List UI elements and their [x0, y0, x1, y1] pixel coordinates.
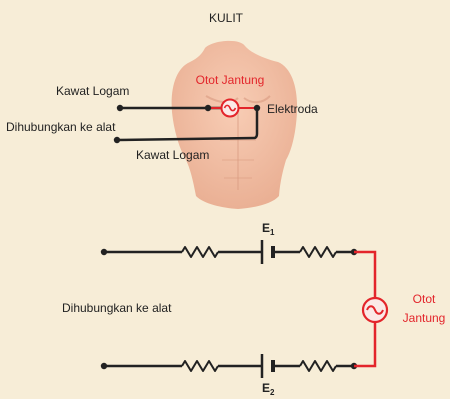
torso-body [171, 40, 298, 210]
wire-label-bottom: Kawat Logam [136, 148, 209, 162]
resistor-icon [181, 246, 219, 258]
heart-label-bottom-1: Otot [413, 292, 436, 306]
e2-main: E [262, 381, 270, 395]
torso-illustration [171, 40, 298, 210]
node-dot [100, 248, 108, 256]
wire-bottom-loop [116, 108, 259, 142]
resistor-icon [299, 246, 337, 258]
ac-source-icon [220, 98, 240, 118]
heart-label-top: Otot Jantung [196, 73, 265, 87]
electrode-dot-right [253, 104, 261, 112]
battery-icon [260, 240, 275, 264]
device-label-bottom: Dihubungkan ke alat [62, 301, 172, 315]
ac-source-icon [361, 296, 389, 324]
wire-end-dot-top [116, 104, 124, 112]
resistor-icon [299, 360, 337, 372]
electrode-label: Elektroda [267, 102, 318, 116]
battery-icon [260, 354, 275, 378]
e1-main: E [262, 221, 270, 235]
heart-label-bottom-2: Jantung [403, 311, 446, 325]
e2-label: E2 [262, 381, 275, 397]
skin-title: KULIT [209, 11, 244, 25]
wire-label-top: Kawat Logam [56, 84, 129, 98]
resistor-icon [181, 360, 219, 372]
circuit-schematic [100, 240, 389, 378]
wire-end-dot-bottom [113, 136, 121, 144]
e1-sub: 1 [270, 228, 275, 237]
abs-lines [220, 139, 256, 179]
heart-loop [354, 250, 377, 368]
node-dot [100, 362, 108, 370]
electrode-dot-left [204, 104, 212, 112]
top-wiring [113, 104, 261, 144]
e1-label: E1 [262, 221, 275, 237]
device-label-top: Dihubungkan ke alat [6, 120, 116, 134]
e2-sub: 2 [270, 388, 275, 397]
